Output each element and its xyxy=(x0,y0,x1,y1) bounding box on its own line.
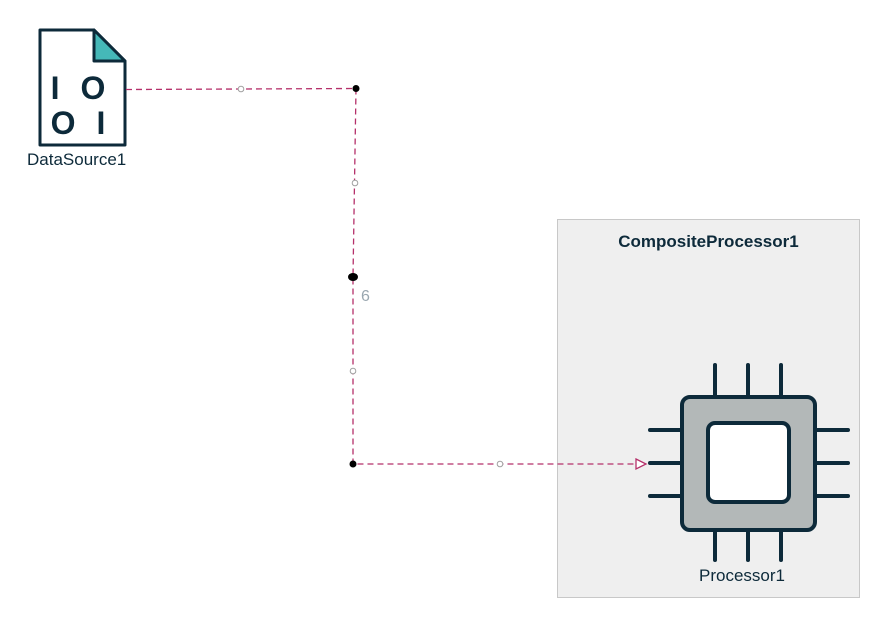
file-glyph-row-1: I O xyxy=(51,70,112,106)
edge-bend-point[interactable] xyxy=(352,85,360,92)
edge-midpoint-handle[interactable] xyxy=(496,460,504,468)
edge-bend-point[interactable] xyxy=(348,273,358,281)
processor-label: Processor1 xyxy=(699,566,785,585)
file-glyph-row-2: O I xyxy=(51,105,112,141)
data-file-icon[interactable]: I O O I xyxy=(38,28,127,147)
connector-edge[interactable] xyxy=(125,85,648,471)
edge-midpoint-handle[interactable] xyxy=(349,367,357,375)
edge-midpoint-handle[interactable] xyxy=(237,85,245,93)
composite-processor-title: CompositeProcessor1 xyxy=(618,232,799,251)
data-source-label: DataSource1 xyxy=(27,150,127,169)
cpu-chip-icon[interactable] xyxy=(648,363,850,562)
edge-label: 6 xyxy=(361,288,370,305)
arrowhead-icon xyxy=(635,457,648,471)
edge-bend-point[interactable] xyxy=(349,460,357,468)
edge-midpoint-handle[interactable] xyxy=(351,179,359,187)
